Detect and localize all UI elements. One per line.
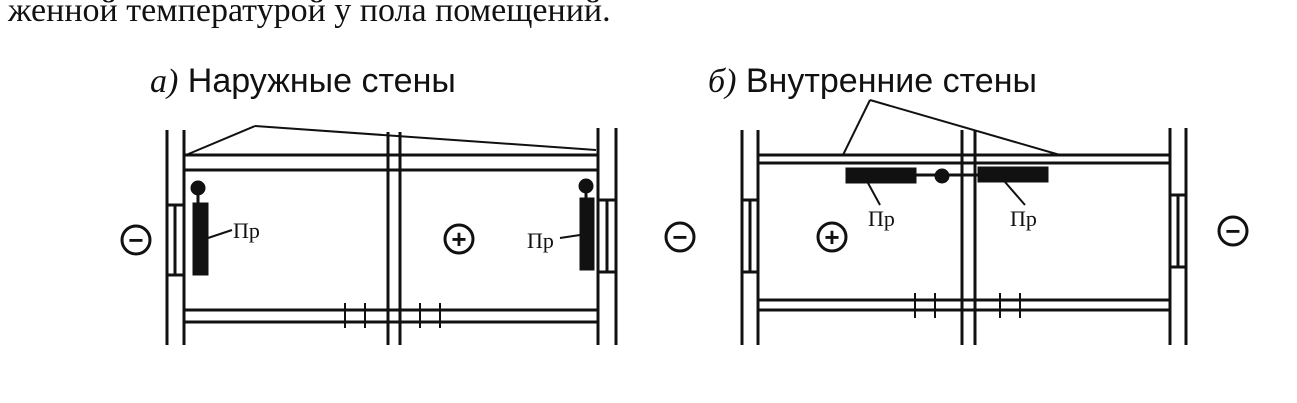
plan-a-outside-sign: − xyxy=(128,225,143,255)
plan-b-outside-left-sign: − xyxy=(672,222,687,252)
plan-b xyxy=(740,99,1188,345)
plan-a-room-sign-circle xyxy=(443,223,475,255)
body-text-top: женной температурой у пола помещений. xyxy=(8,0,611,29)
plan-a-leader-right xyxy=(254,125,597,151)
plan-b-leader-left xyxy=(842,99,871,156)
caption-a-label: а) xyxy=(150,63,179,100)
caption-b: б) Внутренние стены xyxy=(708,62,1037,101)
plan-a-leader-left xyxy=(185,125,256,156)
plan-a-heater-left-label: Пр xyxy=(233,218,260,243)
plan-a-heater-right-leader xyxy=(559,234,581,239)
caption-b-label: б) xyxy=(708,63,737,100)
plan-a xyxy=(165,125,618,345)
plan-b-heater-right xyxy=(977,166,1049,183)
plan-b-valve-icon xyxy=(934,168,950,184)
plan-b-heater-right-leader xyxy=(1004,181,1026,206)
plan-b-room-sign-circle xyxy=(816,221,848,253)
caption-a-title: Наружные стены xyxy=(187,62,456,100)
plan-a-outside-sign-circle xyxy=(120,224,152,256)
plan-b-heater-left-label: Пр xyxy=(868,206,895,231)
plan-b-outside-left-sign-circle xyxy=(664,221,696,253)
plan-b-outside-right-sign-circle xyxy=(1217,215,1249,247)
plan-b-leader-right xyxy=(869,99,1061,156)
plan-a-heater-left-leader xyxy=(207,229,233,239)
plan-b-heater-left-leader xyxy=(867,182,881,206)
plan-b-outside-right-sign: − xyxy=(1225,216,1240,246)
plan-b-room-sign: + xyxy=(824,222,839,252)
caption-b-title: Внутренние стены xyxy=(745,62,1037,100)
plan-b-heater-right-label: Пр xyxy=(1010,206,1037,231)
plan-a-heater-right-label: Пр xyxy=(527,228,554,253)
plan-a-room-sign: + xyxy=(451,224,466,254)
plan-a-heater-right xyxy=(579,197,595,271)
caption-a: а) Наружные стены xyxy=(150,62,456,101)
plan-a-heater-left xyxy=(192,202,209,276)
plan-b-heater-left xyxy=(845,167,917,184)
